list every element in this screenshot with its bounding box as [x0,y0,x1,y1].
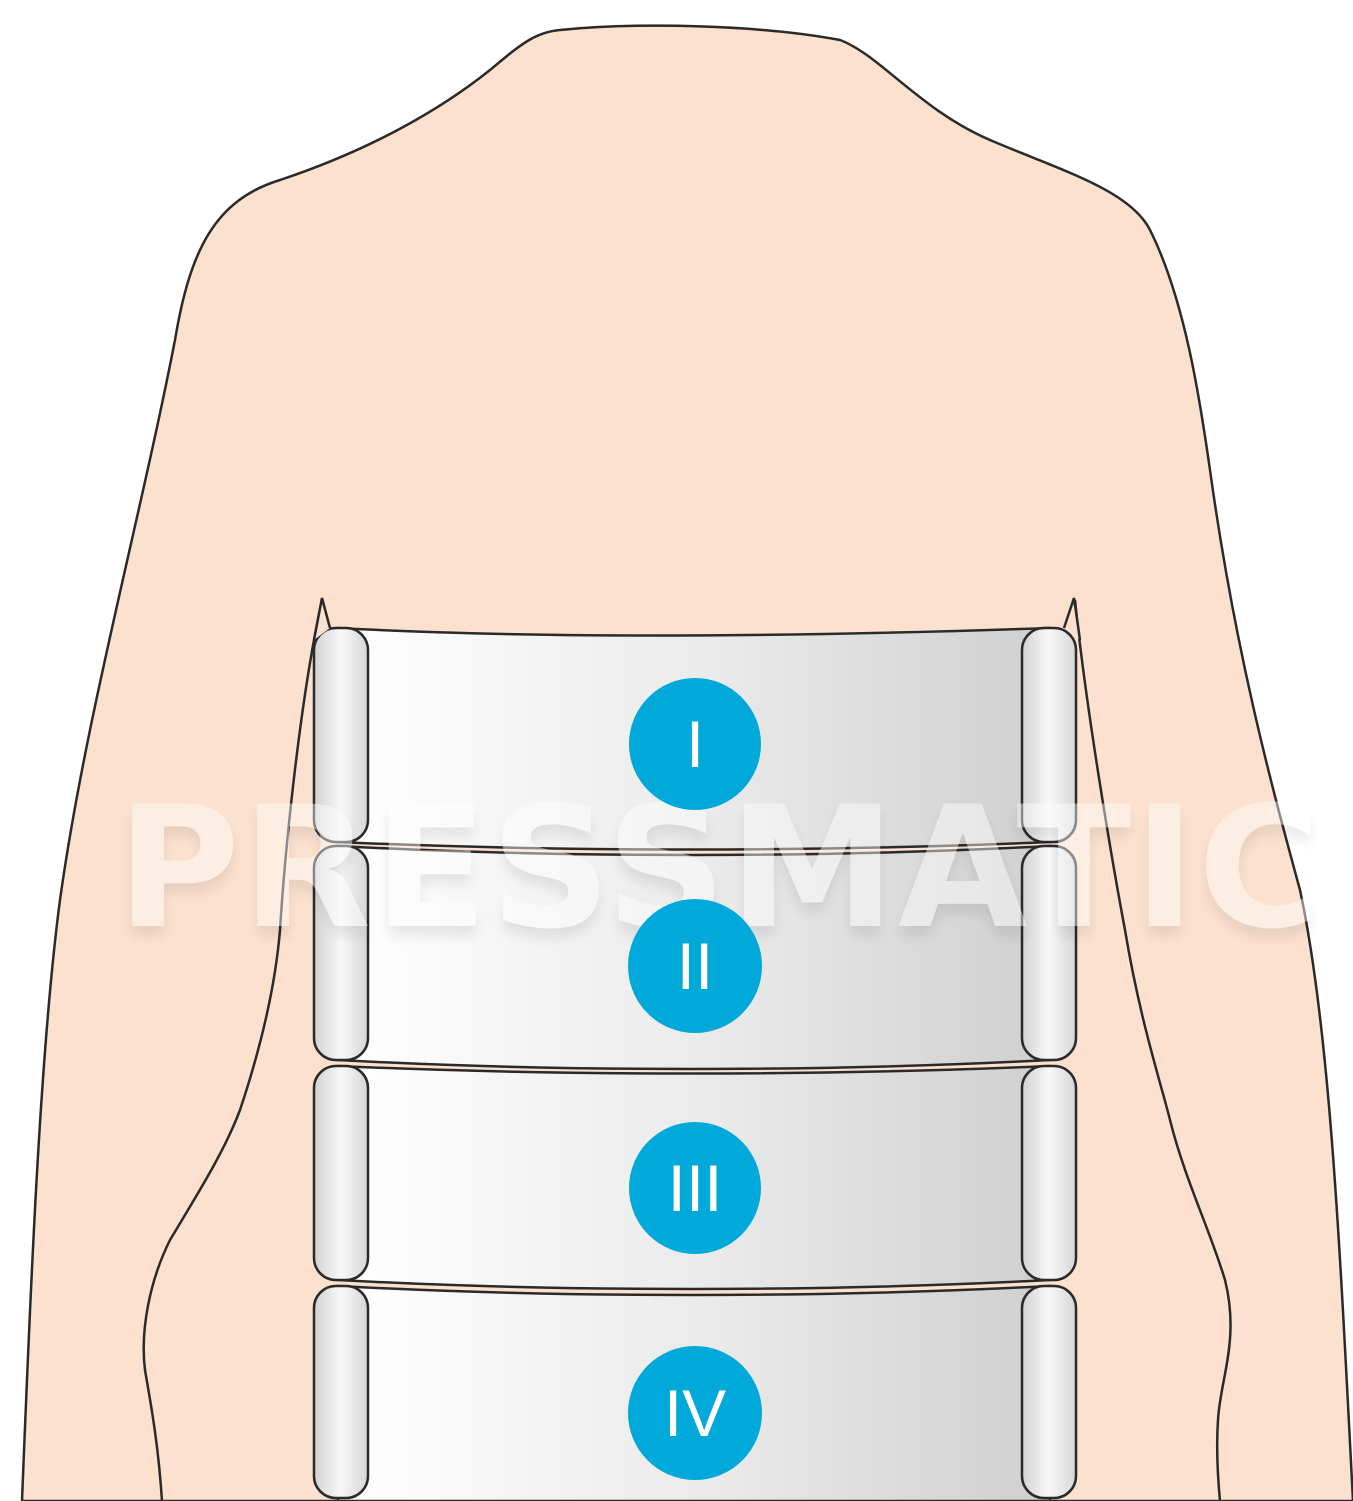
zone-2-label: II [677,929,714,1003]
zone-4-right-tab [1022,1286,1076,1498]
zone-badge-4: IV [628,1346,762,1480]
zone-3-left-tab [314,1066,368,1280]
zone-4-label: IV [664,1376,726,1450]
zone-badge-1: I [629,678,761,810]
zone-badge-2: II [628,899,762,1033]
zone-4-left-tab [314,1286,368,1498]
zone-3-label: III [667,1151,722,1225]
zone-3-right-tab [1022,1066,1076,1280]
zone-1-label: I [686,707,704,781]
zone-badge-3: III [629,1122,761,1254]
